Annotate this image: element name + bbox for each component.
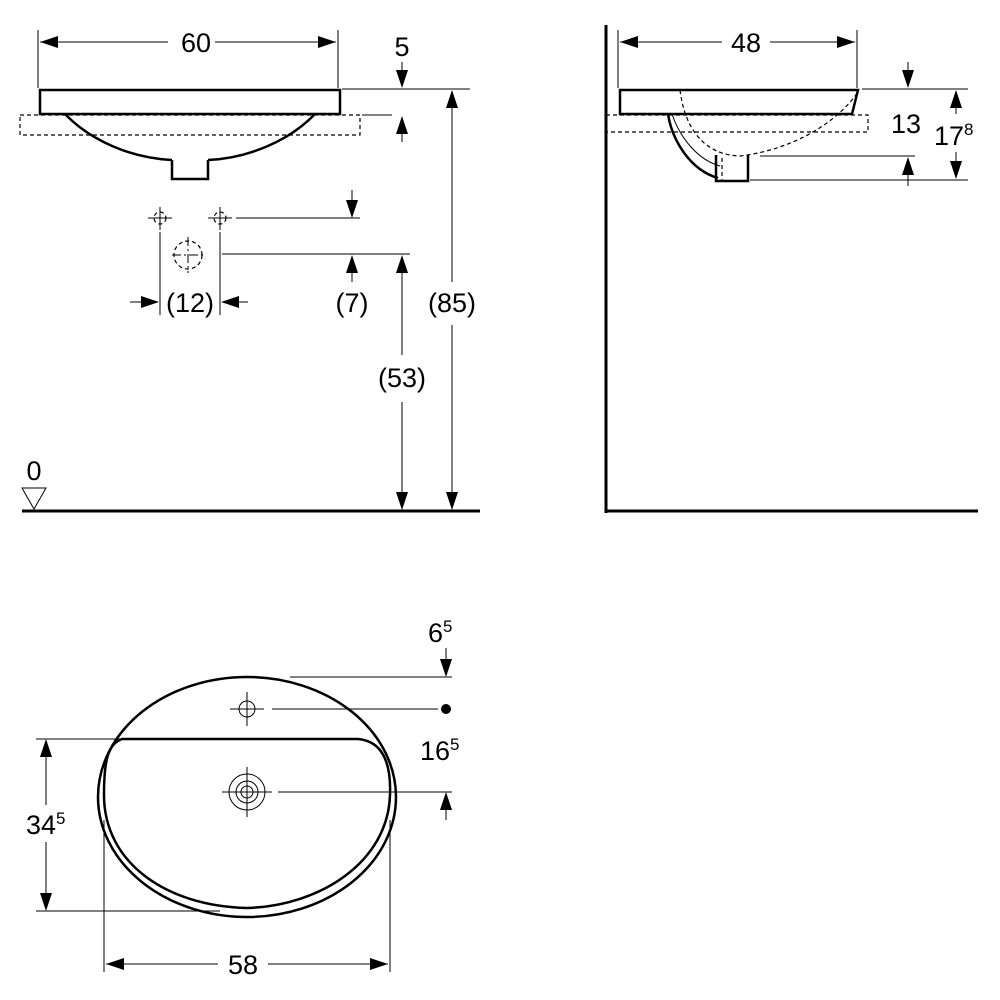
dim-drain: 165	[420, 735, 460, 766]
dim-bowl-depth: 13	[891, 109, 921, 139]
side-view: 48 13 178	[604, 25, 978, 513]
arrowhead	[620, 36, 638, 48]
overflow-channel	[679, 89, 859, 157]
dim-width: 60	[181, 28, 211, 58]
floor-level-label: 0	[26, 456, 41, 486]
arrowhead	[950, 161, 962, 179]
drain-outlet	[714, 155, 750, 183]
countertop-outline	[605, 114, 869, 133]
dim-height: 345	[26, 809, 66, 840]
reference-dot	[441, 704, 451, 714]
arrowhead	[440, 792, 452, 810]
arrowhead	[221, 296, 239, 308]
dim-rim: 5	[394, 32, 409, 62]
arrowhead	[141, 296, 159, 308]
dim-drain-main: 16	[420, 736, 450, 766]
arrowhead	[446, 90, 458, 108]
arrowhead	[346, 255, 358, 273]
basin-bowl-inner	[671, 113, 721, 167]
arrowhead	[40, 893, 52, 911]
dim-total-height: (85)	[428, 288, 476, 318]
dim-width: 58	[228, 950, 258, 980]
arrowhead	[902, 157, 914, 175]
basin-inner-bowl	[102, 737, 392, 910]
tap-hole-left	[153, 211, 167, 225]
dim-depth: 48	[731, 28, 761, 58]
tap-hole-right	[213, 211, 227, 225]
basin-rim	[38, 88, 342, 116]
dim-tap-offset: (7)	[336, 288, 369, 318]
arrowhead	[40, 739, 52, 757]
arrowhead	[40, 36, 58, 48]
arrowhead	[396, 70, 408, 88]
dim-total-depth-main: 17	[934, 121, 964, 151]
arrowhead	[318, 36, 336, 48]
dim-overflow-height: (53)	[378, 363, 426, 393]
basin-bowl	[666, 113, 719, 180]
arrowhead	[396, 255, 408, 273]
front-view: 60 5 (12) (7)	[19, 28, 480, 513]
arrowhead	[396, 116, 408, 134]
arrowhead	[837, 36, 855, 48]
arrowhead	[106, 958, 124, 970]
arrowhead	[440, 659, 452, 677]
arrowhead	[446, 492, 458, 510]
dim-total-depth-sup: 8	[964, 120, 973, 139]
dim-drain-sup: 5	[450, 735, 459, 754]
arrowhead	[370, 958, 388, 970]
dim-tap-hole-sup: 5	[443, 617, 452, 636]
basin-bowl	[64, 113, 316, 162]
arrowhead	[346, 200, 358, 218]
arrowhead	[950, 90, 962, 108]
dim-tap-spacing: (12)	[166, 288, 214, 318]
drain-outlet	[170, 160, 210, 181]
dim-tap-hole: 65	[428, 617, 453, 648]
dim-tap-hole-main: 6	[428, 618, 443, 648]
top-view: 65 165 345 58	[26, 617, 460, 980]
level-marker	[21, 487, 47, 511]
dim-height-main: 34	[26, 810, 56, 840]
dim-height-sup: 5	[56, 809, 65, 828]
arrowhead	[902, 70, 914, 88]
basin-rim	[618, 88, 860, 116]
basin-outer-oval	[96, 675, 398, 919]
arrowhead	[396, 492, 408, 510]
dim-total-depth: 178	[934, 120, 974, 151]
countertop-outline	[19, 114, 361, 136]
